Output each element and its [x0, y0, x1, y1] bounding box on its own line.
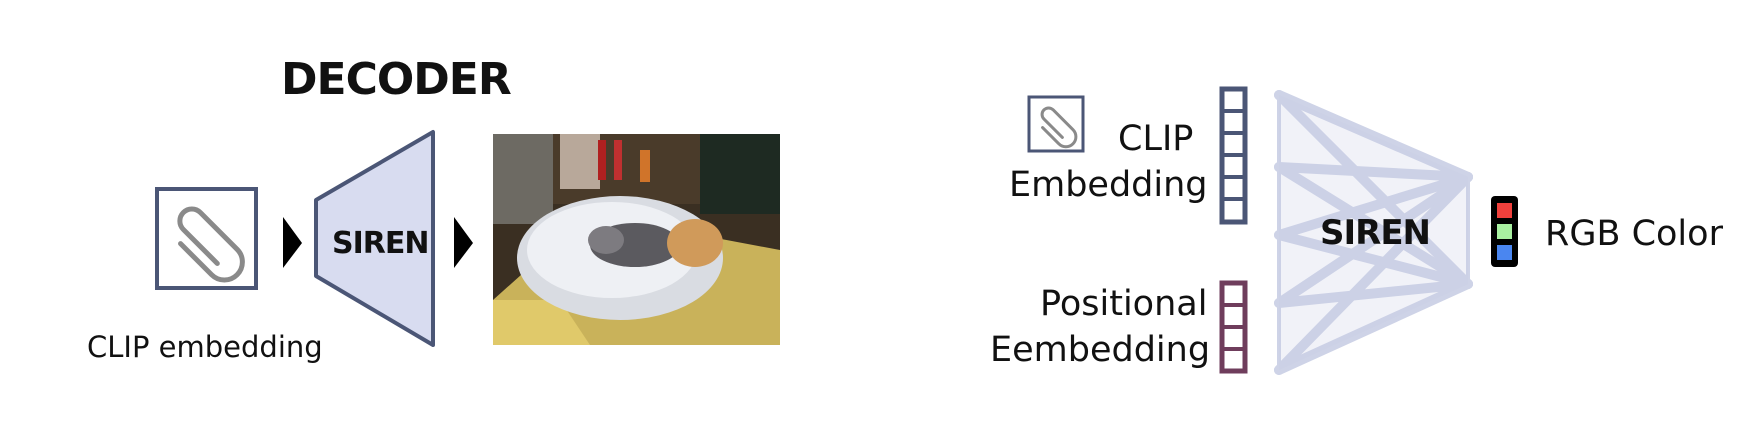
clip-label-line1: CLIP [1118, 119, 1193, 159]
output-image [493, 134, 780, 345]
rgb-output-vector [1491, 196, 1518, 267]
clip-embedding-vector [1219, 86, 1248, 225]
siren-block: SIREN [314, 130, 435, 347]
pos-label-line1: Positional [1040, 284, 1207, 324]
paperclip-icon [1040, 106, 1078, 149]
positional-embedding-vector [1219, 280, 1248, 374]
network-fill [1279, 95, 1468, 370]
siren-network-label: SIREN [1320, 213, 1430, 253]
paperclip-icon [177, 206, 245, 283]
arrow-icon [454, 217, 473, 268]
pos-label-line2: Eembedding [990, 330, 1210, 370]
arrow-icon [283, 217, 302, 268]
siren-label: SIREN [332, 226, 428, 261]
clip-embedding-box [1027, 95, 1085, 153]
network-connections [1274, 90, 1473, 375]
clip-embedding-label: CLIP embedding [87, 330, 323, 364]
clip-embedding-box [155, 187, 258, 290]
rgb-color-label: RGB Color [1545, 214, 1724, 254]
decoder-title: DECODER [281, 54, 511, 105]
clip-label-line2: Embedding [1009, 165, 1208, 205]
